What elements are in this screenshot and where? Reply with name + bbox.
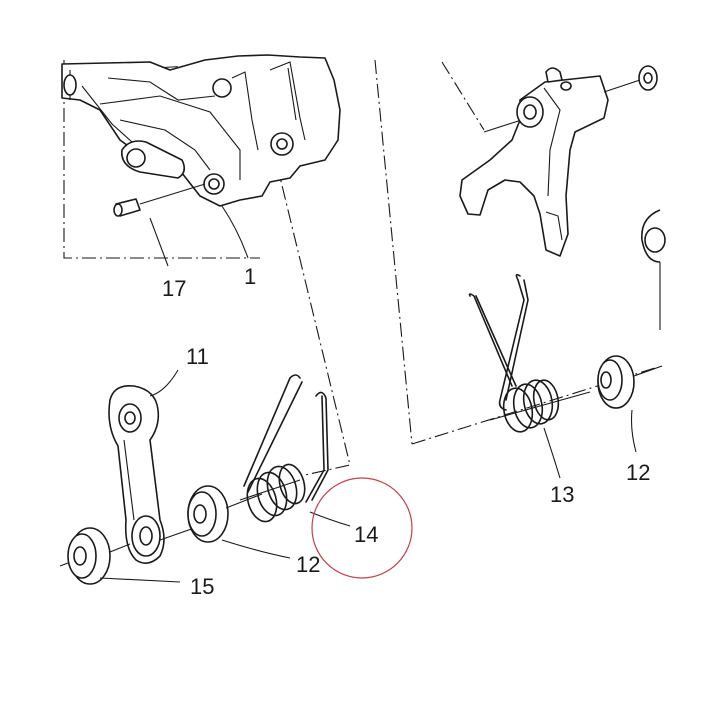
partial-lever-right <box>641 209 666 330</box>
label-15: 15 <box>190 574 214 599</box>
part-12-washer-middle <box>187 485 263 543</box>
part-17-pin <box>113 183 206 217</box>
label-12-middle: 12 <box>296 552 320 577</box>
highlight-circle <box>311 477 413 579</box>
part-13-spring <box>468 273 591 433</box>
label-14: 14 <box>354 522 378 547</box>
label-12-right: 12 <box>626 460 650 485</box>
part-11-lever <box>108 384 201 564</box>
part-1-housing <box>61 54 341 207</box>
part-12-washer-right <box>597 355 663 409</box>
shift-fork <box>459 65 658 257</box>
part-15-washer <box>59 527 131 585</box>
part-14-spring <box>239 374 329 523</box>
label-17: 17 <box>162 276 186 301</box>
leader-lines <box>99 205 637 583</box>
label-11: 11 <box>186 344 209 369</box>
label-13: 13 <box>550 482 574 507</box>
label-1: 1 <box>244 264 256 289</box>
